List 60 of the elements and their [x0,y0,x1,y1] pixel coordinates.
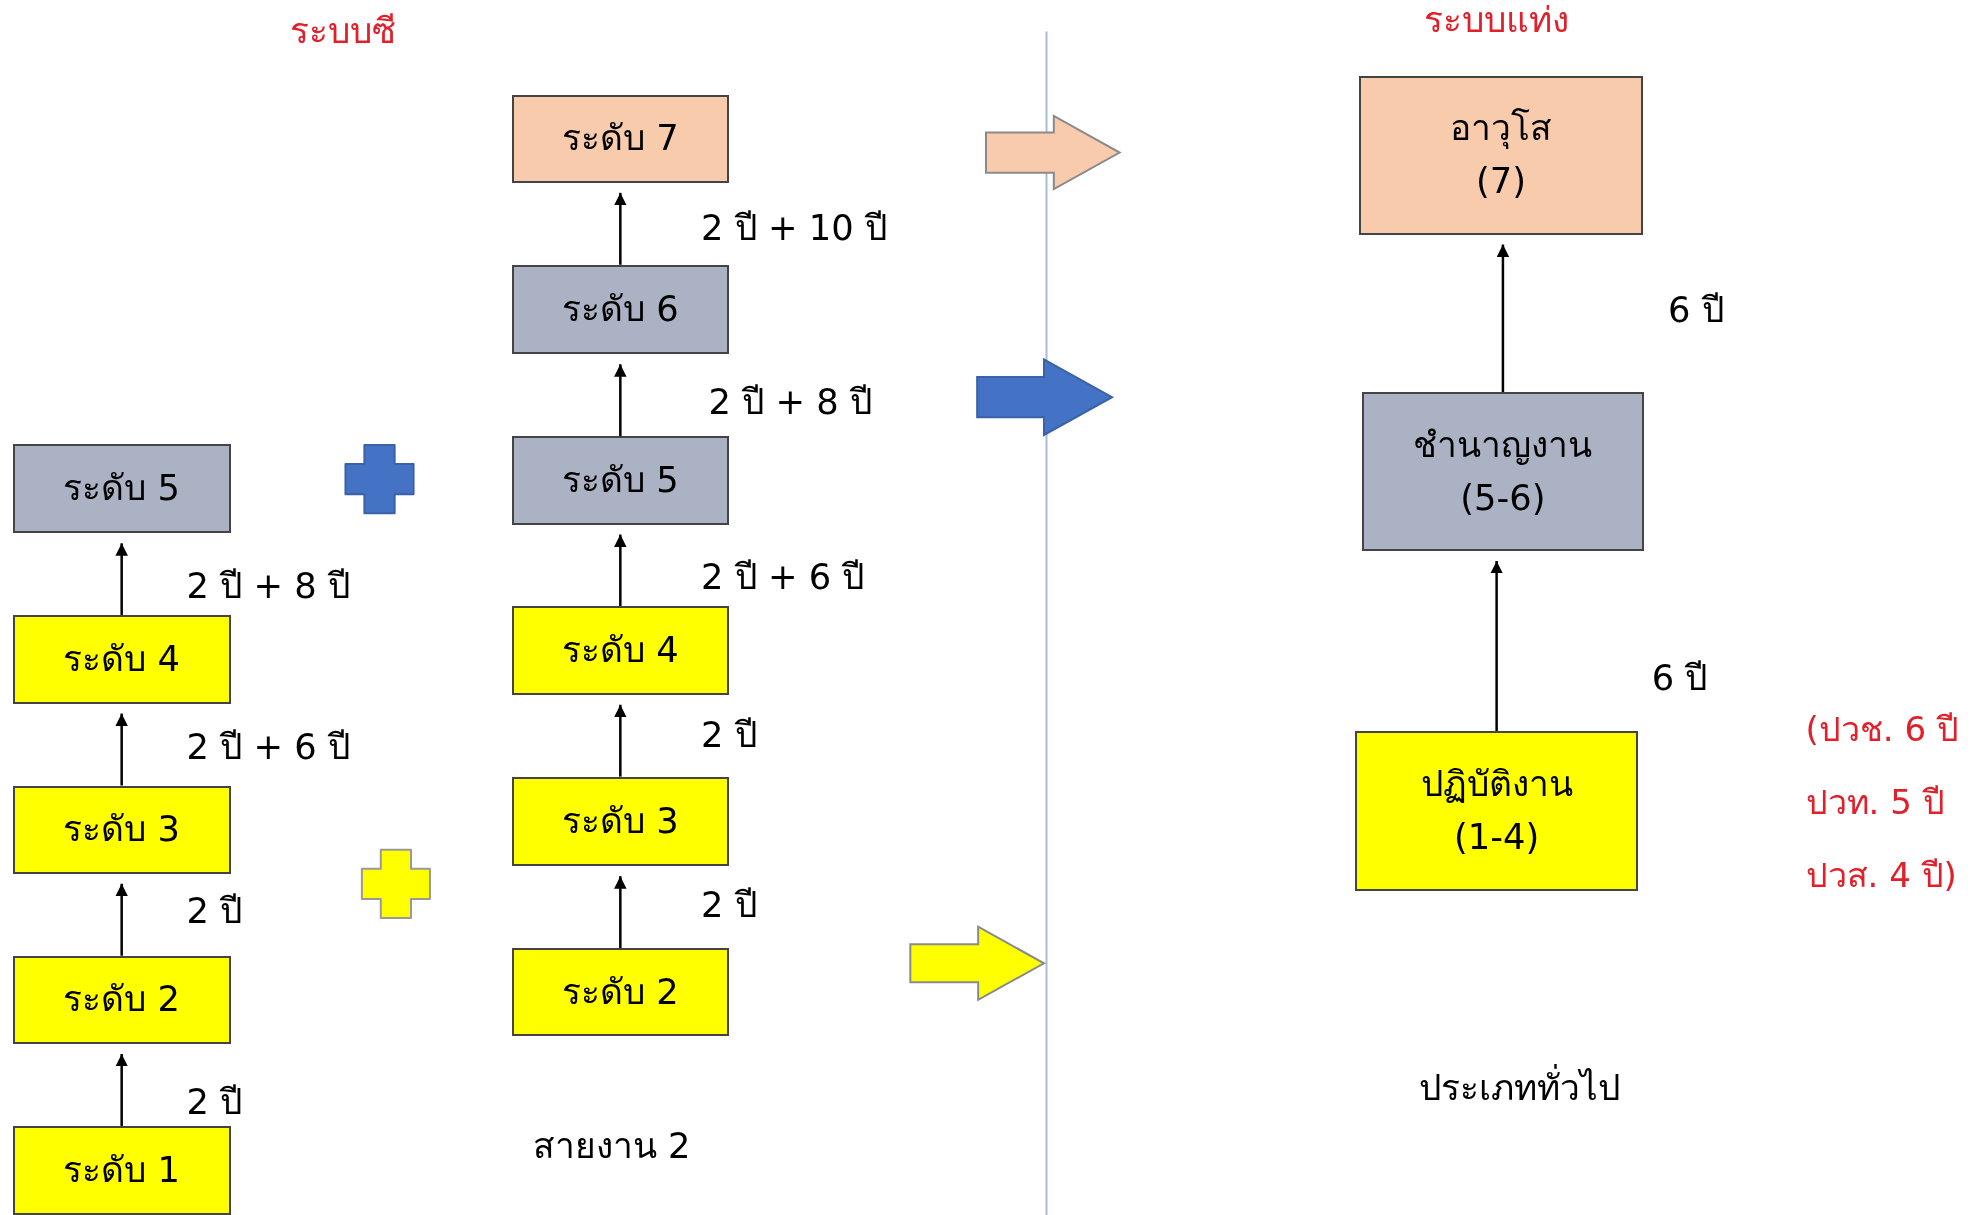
edge-label: 2 ปี + 8 ปี [708,379,872,424]
heading-text: (ปวช. 6 ปี [1805,707,1959,751]
level-text: (7) [1476,159,1527,204]
edge-label: 2 ปี [186,888,243,933]
arrow [115,713,128,786]
level-text: ระดับ 6 [561,287,679,332]
arrow [614,704,627,777]
heading-text: ปวส. 4 ปี) [1805,854,1957,897]
level-text: ระดับ 4 [63,636,180,681]
level-box [1355,731,1638,892]
level-text: ปฏิบัติงาน [1420,762,1573,807]
heading-text: ระบบแท่ง [1424,0,1570,42]
level-text: (5-6) [1460,475,1546,520]
caption-text: ประเภททั่วไป [1418,1063,1620,1110]
level-text: ระดับ 3 [63,807,180,852]
level-box [511,948,729,1037]
level-box [511,436,729,525]
arrow [614,876,627,949]
arrow [614,192,627,265]
level-box [12,443,231,534]
level-text: (1-4) [1454,815,1540,860]
edge-label: 2 ปี [701,712,757,757]
level-box [511,264,729,355]
heading-text: ปวท. 5 ปี [1805,780,1945,824]
level-text: ระดับ 2 [561,969,679,1014]
level-box [12,785,231,874]
edge-label: 2 ปี + 6 ปี [701,554,865,599]
level-text: ระดับ 7 [561,116,679,161]
edge-label: 6 ปี [1651,655,1708,700]
arrow [115,883,128,956]
edge-label: 2 ปี + 10 ปี [701,205,887,250]
arrow [614,534,627,607]
level-text: ระดับ 5 [561,457,679,502]
level-box [12,1125,231,1215]
level-text: ระดับ 3 [561,798,679,843]
level-box [511,94,729,183]
level-box [12,615,231,704]
level-text: ระดับ 2 [63,977,180,1022]
level-box [511,776,729,867]
arrow [1490,561,1503,732]
edge-label: 2 ปี + 6 ปี [186,724,350,769]
level-text: ระดับ 1 [63,1148,180,1193]
edge-label: 2 ปี [186,1079,243,1124]
level-box [511,606,729,695]
edge-label: 2 ปี [701,882,757,927]
level-text: ชำนาญงาน [1413,422,1593,467]
arrow [115,1054,128,1126]
level-box [1361,392,1645,551]
arrow [614,364,627,437]
level-box [1359,75,1643,235]
caption-text: สายงาน 2 [532,1123,691,1168]
level-text: ระดับ 4 [561,628,679,673]
level-box [12,955,231,1044]
level-text: อาวุโส [1450,106,1553,151]
heading-text: ระบบซี [289,8,396,53]
edge-label: 2 ปี + 8 ปี [186,563,350,608]
level-text: ระดับ 5 [63,466,180,511]
edge-label: 6 ปี [1668,287,1724,332]
arrow [1496,244,1510,393]
arrow [115,543,128,616]
